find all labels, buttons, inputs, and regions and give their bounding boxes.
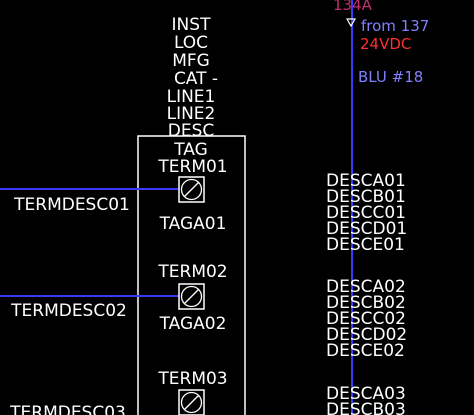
terminal-description: TERMDESC02 [10,301,127,321]
terminal-slash-icon [183,394,200,411]
wire-color-gauge: BLU #18 [358,68,423,86]
wire-annotation[interactable]: 134A from 137 24VDC BLU #18 [333,0,429,86]
desc-line: DESCD01 [326,219,407,239]
desc-line: DESCB01 [326,187,406,207]
terminal-slash-icon [183,181,200,198]
desc-group: DESCA02 DESCB02 DESCC02 DESCD02 DESCE02 [326,277,407,361]
desc-line: DESCA01 [326,171,406,191]
desc-line: DESCA03 [326,384,406,404]
attr-mfg: MFG [172,51,210,71]
attr-line2: LINE2 [167,104,216,124]
triangle-down-icon [345,18,357,28]
terminal-name: TERM01 [157,157,227,177]
wire-number: 134A [333,0,373,14]
wire-from: from 137 [361,17,429,35]
device-attribute-stack: INST LOC MFG CAT - LINE1 LINE2 DESC [167,15,218,141]
terminal-row[interactable]: TERM03 TERMDESC03 [9,369,228,415]
terminal-description: TERMDESC01 [13,195,130,215]
terminal-symbol-icon[interactable] [178,283,205,310]
terminal-row[interactable]: TERM02 TERMDESC02 TAGA02 [0,262,228,334]
desc-line: DESCE01 [326,235,405,255]
terminal-symbol-icon[interactable] [178,176,205,203]
desc-group: DESCA01 DESCB01 DESCC01 DESCD01 DESCE01 [326,171,407,255]
attr-line1: LINE1 [167,87,216,107]
terminal-circle-icon [180,285,203,308]
terminal-tag: TAGA02 [159,314,227,334]
desc-line: DESCD02 [326,325,407,345]
desc-line: DESCB02 [326,293,406,313]
attr-desc: DESC [168,121,215,141]
desc-line: DESCE02 [326,341,405,361]
terminal-name: TERM03 [157,369,227,389]
terminal-name: TERM02 [157,262,227,282]
wire-voltage: 24VDC [360,35,411,53]
desc-line: DESCC02 [326,309,406,329]
terminal-block-box[interactable] [137,135,246,415]
desc-group: DESCA03 DESCB03 [326,384,406,415]
desc-line: DESCA02 [326,277,406,297]
desc-line: DESCC01 [326,203,406,223]
attr-loc: LOC [174,33,208,53]
terminal-tag: TAGA01 [159,214,227,234]
terminal-symbol-icon[interactable] [178,389,205,415]
desc-line: DESCB03 [326,400,406,415]
tag-label: TAG [173,140,208,160]
terminal-description: TERMDESC03 [9,403,126,415]
terminal-slash-icon [183,288,200,305]
terminal-row[interactable]: TERM01 TERMDESC01 TAGA01 [0,157,228,234]
terminal-circle-icon [180,178,203,201]
attr-inst: INST [172,15,212,35]
terminal-circle-icon [180,391,203,414]
attr-cat: CAT - [174,69,218,89]
